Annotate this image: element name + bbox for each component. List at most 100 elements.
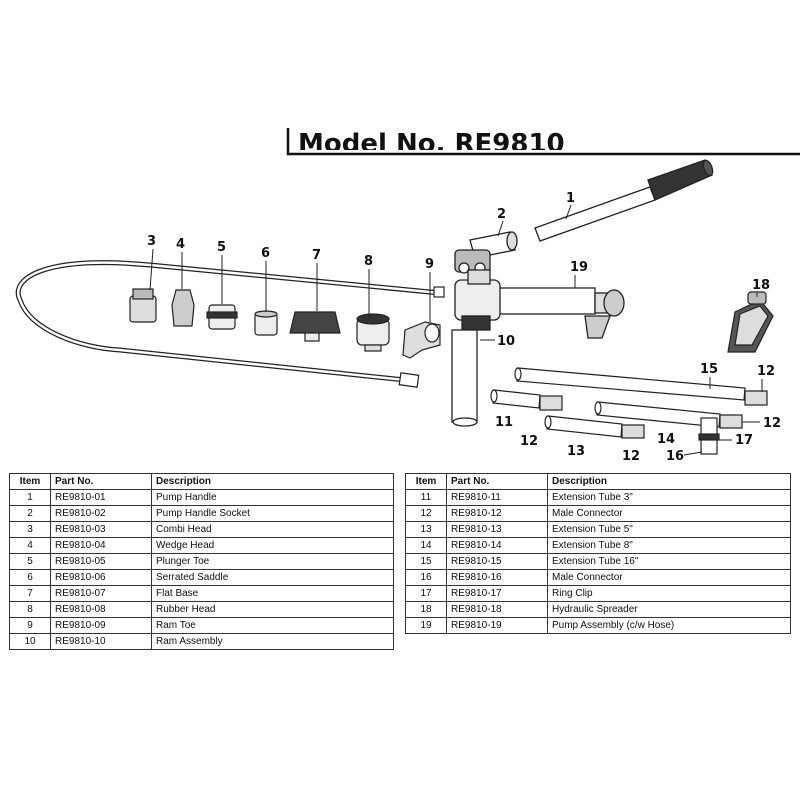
- part-no-cell: RE9810-19: [446, 617, 548, 634]
- extension-tube-3: [490, 389, 563, 411]
- hydraulic-hose: [15, 260, 445, 388]
- part-no-cell: RE9810-08: [50, 601, 152, 618]
- column-header-part-no: Part No.: [446, 473, 548, 490]
- part-no-cell: RE9810-09: [50, 617, 152, 634]
- model-title-banner: Model No. RE9810: [286, 128, 800, 159]
- hydraulic-spreader: [727, 291, 774, 353]
- description-cell: Serrated Saddle: [151, 569, 394, 586]
- description-cell: Male Connector: [547, 569, 791, 586]
- leader-lines: [149, 204, 763, 456]
- description-cell: Hydraulic Spreader: [547, 601, 791, 618]
- item-cell: 6: [9, 569, 51, 586]
- extension-tube-8: [594, 401, 743, 429]
- part-no-cell: RE9810-02: [50, 505, 152, 522]
- description-cell: Ring Clip: [547, 585, 791, 602]
- table-header-row: Item Part No. Description: [9, 473, 394, 490]
- part-no-cell: RE9810-15: [446, 553, 548, 570]
- description-cell: Extension Tube 8": [547, 537, 791, 554]
- description-cell: Male Connector: [547, 505, 791, 522]
- column-header-description: Description: [547, 473, 791, 490]
- part-no-cell: RE9810-04: [50, 537, 152, 554]
- pump-handle: [534, 159, 714, 242]
- part-no-cell: RE9810-05: [50, 553, 152, 570]
- callout-8: 8: [364, 254, 373, 269]
- description-cell: Rubber Head: [151, 601, 394, 618]
- callout-labels: 1 2 3 4 5 6 7 8 9 19 10 18 15 12 11 12 1…: [147, 191, 781, 464]
- model-title: Model No. RE9810: [298, 129, 565, 159]
- callout-19: 19: [570, 260, 588, 275]
- description-cell: Extension Tube 16": [547, 553, 791, 570]
- description-cell: Combi Head: [151, 521, 394, 538]
- item-cell: 16: [405, 569, 447, 586]
- item-cell: 2: [9, 505, 51, 522]
- item-cell: 10: [9, 633, 51, 650]
- item-cell: 12: [405, 505, 447, 522]
- description-cell: Pump Handle Socket: [151, 505, 394, 522]
- part-no-cell: RE9810-01: [50, 489, 152, 506]
- callout-9: 9: [425, 257, 434, 272]
- column-header-item: Item: [9, 473, 51, 490]
- part-no-cell: RE9810-10: [50, 633, 152, 650]
- callout-3: 3: [147, 234, 156, 249]
- item-cell: 9: [9, 617, 51, 634]
- item-cell: 1: [9, 489, 51, 506]
- item-cell: 15: [405, 553, 447, 570]
- part-no-cell: RE9810-03: [50, 521, 152, 538]
- description-cell: Ram Toe: [151, 617, 394, 634]
- extension-tube-5: [544, 415, 645, 439]
- callout-12c: 12: [763, 416, 781, 431]
- callout-1: 1: [566, 191, 575, 206]
- attachment-combi-head: [129, 288, 157, 323]
- item-cell: 19: [405, 617, 447, 634]
- column-header-description: Description: [151, 473, 394, 490]
- part-no-cell: RE9810-07: [50, 585, 152, 602]
- callout-11: 11: [495, 415, 513, 430]
- part-no-cell: RE9810-17: [446, 585, 548, 602]
- part-no-cell: RE9810-16: [446, 569, 548, 586]
- item-cell: 3: [9, 521, 51, 538]
- callout-6: 6: [261, 246, 270, 261]
- item-cell: 14: [405, 537, 447, 554]
- part-no-cell: RE9810-14: [446, 537, 548, 554]
- callout-4: 4: [176, 237, 185, 252]
- description-cell: Extension Tube 5": [547, 521, 791, 538]
- callout-13: 13: [567, 444, 585, 459]
- part-no-cell: RE9810-11: [446, 489, 548, 506]
- callout-12a: 12: [757, 364, 775, 379]
- callout-17: 17: [735, 433, 753, 448]
- table-header-row: Item Part No. Description: [405, 473, 791, 490]
- item-cell: 4: [9, 537, 51, 554]
- item-cell: 7: [9, 585, 51, 602]
- callout-7: 7: [312, 248, 321, 263]
- description-cell: Plunger Toe: [151, 553, 394, 570]
- part-no-cell: RE9810-06: [50, 569, 152, 586]
- callout-14: 14: [657, 432, 675, 447]
- description-cell: Pump Assembly (c/w Hose): [547, 617, 791, 634]
- description-cell: Pump Handle: [151, 489, 394, 506]
- item-cell: 5: [9, 553, 51, 570]
- extension-tube-16: [514, 367, 768, 406]
- callout-15: 15: [700, 362, 718, 377]
- callout-2: 2: [497, 207, 506, 222]
- item-cell: 17: [405, 585, 447, 602]
- description-cell: Flat Base: [151, 585, 394, 602]
- attachment-ram-toe: [402, 321, 441, 359]
- pump-handle-socket: [454, 231, 518, 274]
- ram-assembly: [451, 315, 491, 427]
- male-connector-and-ring-clip: [698, 417, 720, 455]
